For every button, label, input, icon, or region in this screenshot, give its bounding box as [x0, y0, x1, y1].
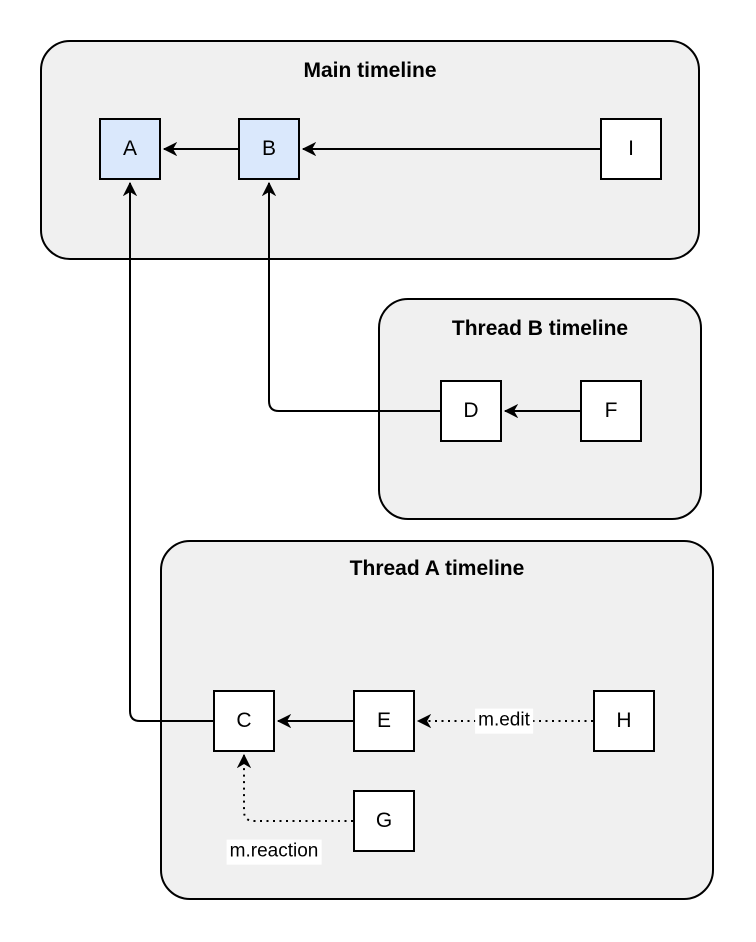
event-node-h: H — [593, 690, 655, 752]
event-node-a-label: A — [122, 137, 137, 160]
edge-label-m-edit: m.edit — [475, 708, 533, 734]
event-node-c: C — [213, 690, 275, 752]
event-node-i-label: I — [628, 137, 634, 160]
event-node-i: I — [600, 118, 662, 180]
event-node-a: A — [99, 118, 161, 180]
event-node-f-label: F — [604, 399, 618, 422]
event-node-d: D — [440, 380, 502, 442]
event-node-e: E — [353, 690, 415, 752]
event-node-h-label: H — [616, 709, 632, 732]
event-node-c-label: C — [236, 709, 252, 732]
event-node-e-label: E — [376, 709, 391, 732]
edge-label-m-reaction: m.reaction — [226, 839, 322, 865]
main-timeline-title: Main timeline — [303, 59, 437, 82]
event-node-b: B — [238, 118, 300, 180]
event-node-g-label: G — [375, 809, 393, 832]
thread-b-timeline-container: Thread B timeline — [378, 298, 702, 520]
thread-b-timeline-title: Thread B timeline — [451, 317, 629, 340]
event-node-b-label: B — [261, 137, 276, 160]
event-node-d-label: D — [463, 399, 479, 422]
event-node-g: G — [353, 790, 415, 852]
event-node-f: F — [580, 380, 642, 442]
thread-a-timeline-title: Thread A timeline — [349, 557, 525, 580]
